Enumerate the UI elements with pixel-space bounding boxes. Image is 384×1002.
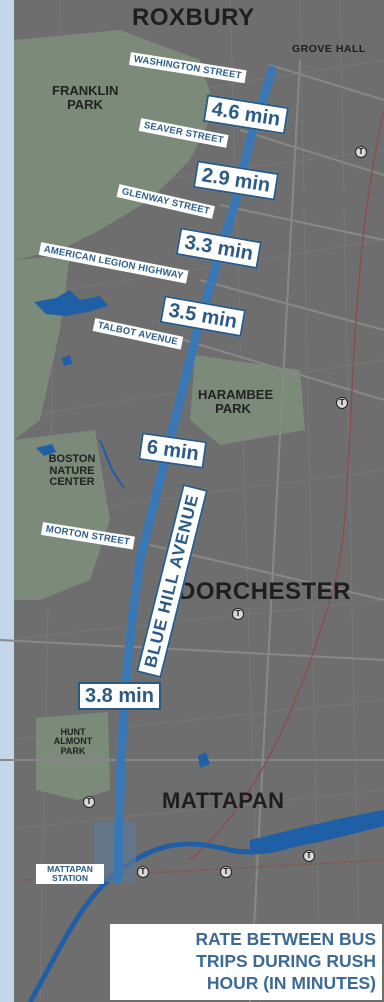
label-mattapan-station: MATTAPAN STATION [36, 864, 104, 884]
transit-icon: T [220, 866, 232, 878]
legend-line-3: HOUR (IN MINUTES) [206, 973, 376, 993]
harambee-park-area [190, 355, 305, 445]
transit-icon: T [137, 866, 149, 878]
label-boston-nature-center: BOSTON NATURE CENTER [48, 453, 96, 489]
neponset-river-wide [250, 810, 384, 852]
pond-south [198, 752, 210, 768]
transit-icon: T [336, 397, 348, 409]
transit-icon: T [232, 608, 244, 620]
small-pond [62, 355, 72, 366]
legend: RATE BETWEEN BUS TRIPS DURING RUSH HOUR … [110, 924, 382, 1000]
label-hunt-almont-park: HUNT ALMONT PARK [53, 727, 93, 756]
label-franklin-park: FRANKLIN PARK [52, 83, 119, 112]
marsh-pond [36, 444, 56, 456]
label-grove-hall: GROVE HALL [292, 43, 366, 55]
creek [99, 439, 125, 489]
transit-icon: T [303, 850, 315, 862]
franklin-park-area [14, 30, 215, 260]
boston-nature-center-area [14, 430, 110, 600]
time-label-6: 3.8 min [78, 682, 161, 710]
hunt-almont-park-area [36, 712, 110, 800]
label-roxbury: ROXBURY [132, 4, 255, 31]
transit-icon: T [355, 146, 367, 158]
legend-line-2: TRIPS DURING RUSH [196, 951, 376, 971]
legend-line-1: RATE BETWEEN BUS [195, 929, 376, 949]
transit-icon: T [83, 796, 95, 808]
label-harambee-park: HARAMBEE PARK [198, 387, 274, 416]
pond [34, 290, 108, 316]
label-mattapan: MATTAPAN [162, 788, 285, 813]
label-dorchester: DORCHESTER [178, 578, 352, 605]
